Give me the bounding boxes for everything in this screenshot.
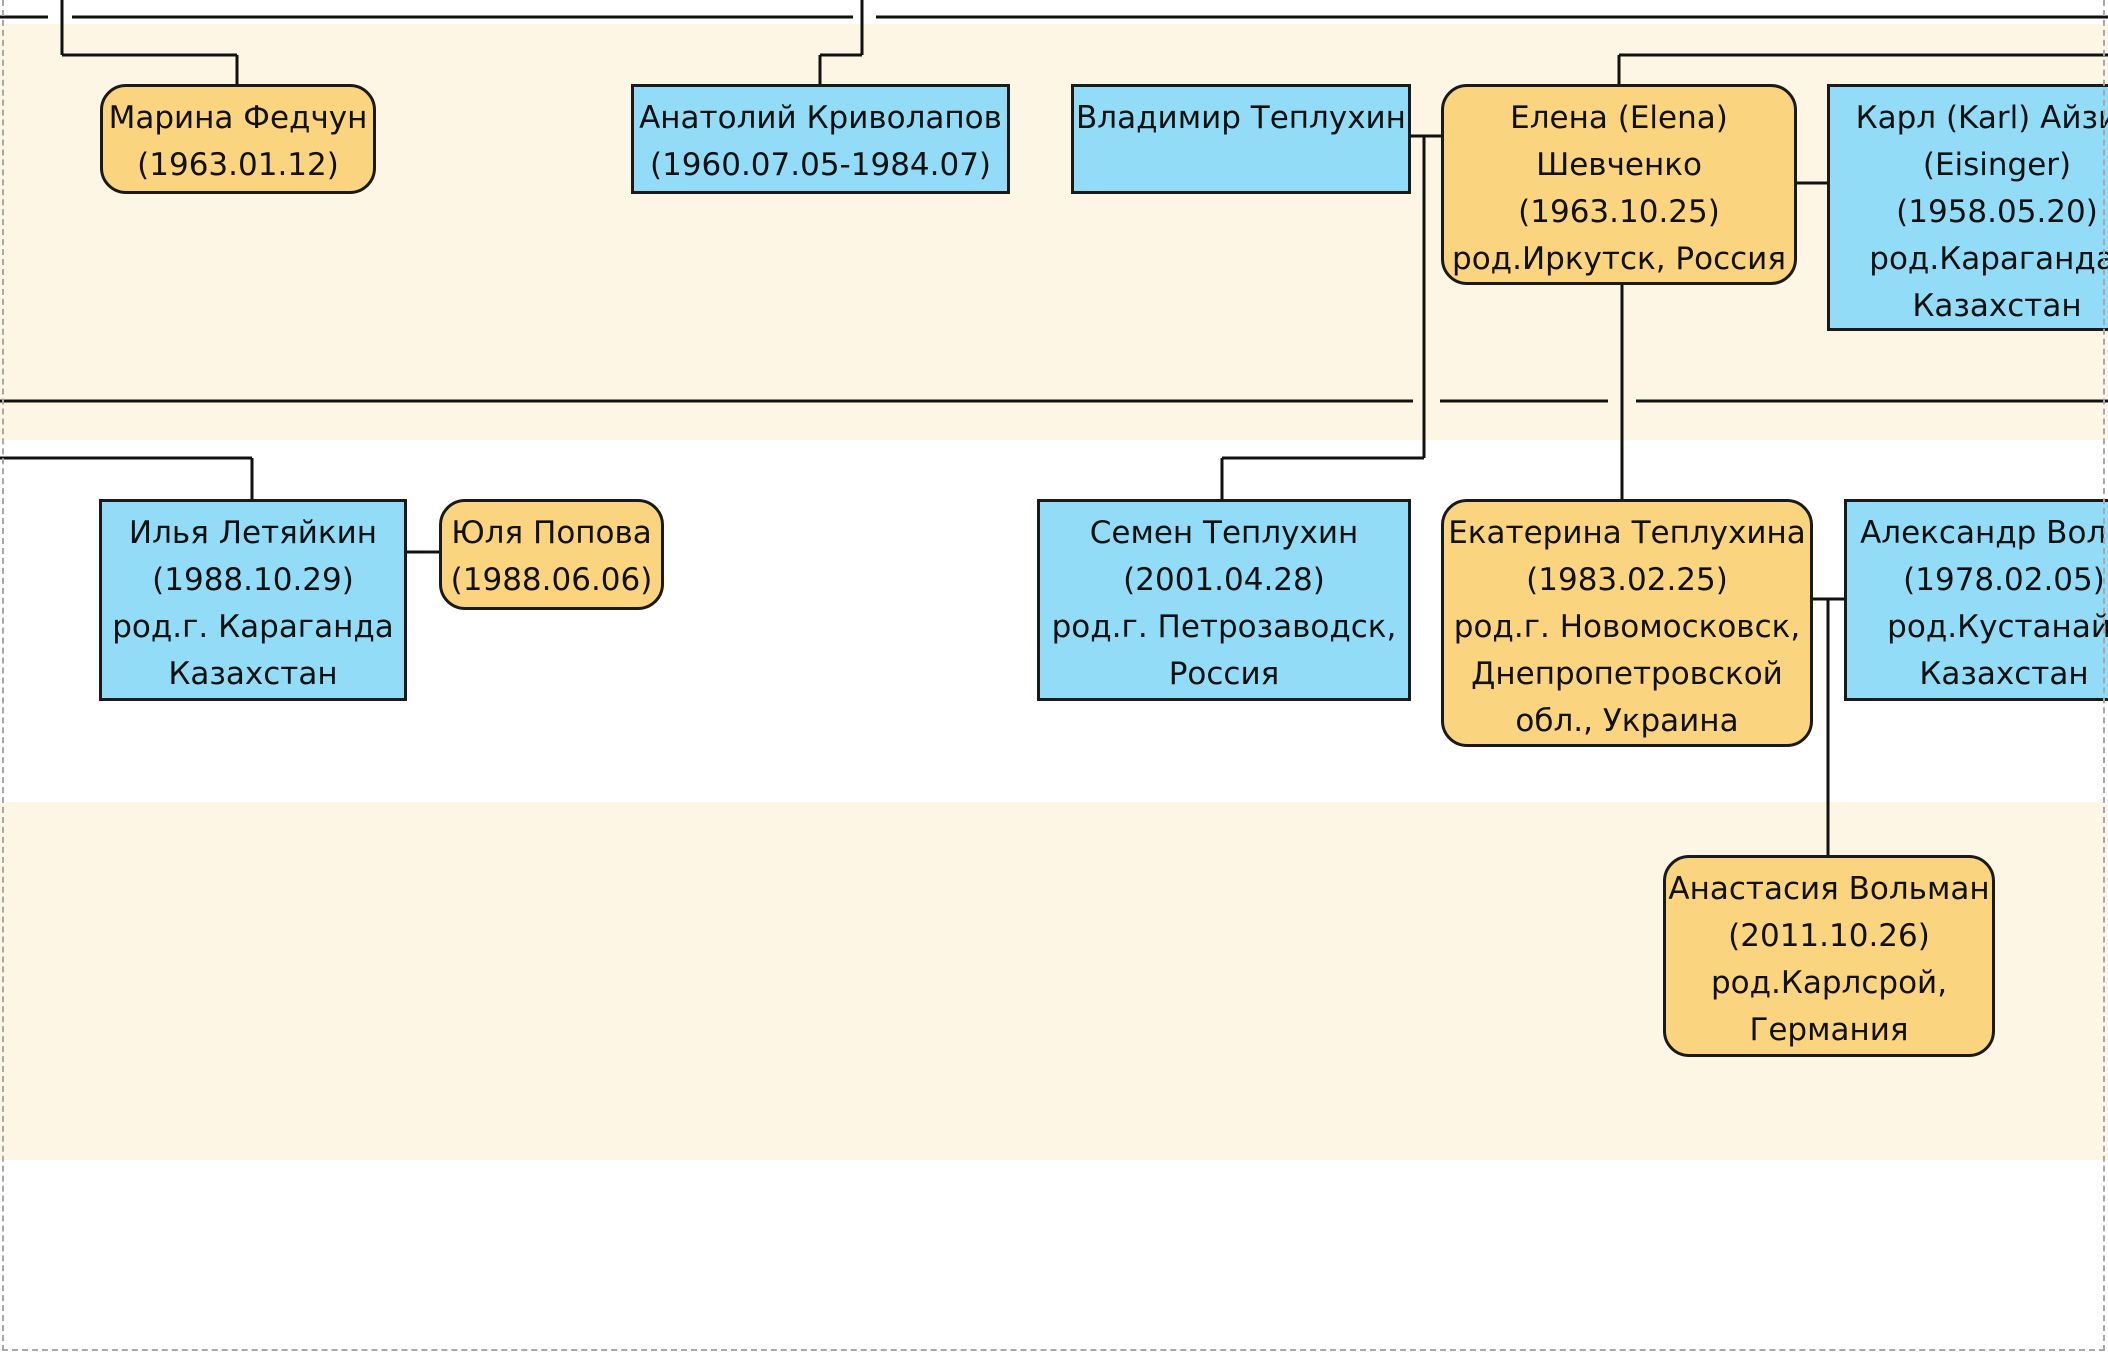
person-anastasia-volman[interactable]: Анастасия Вольман (2011.10.26) род.Карлс… (1663, 855, 1995, 1057)
person-birth-country: Казахстан (1919, 656, 2089, 692)
person-name: Семен Теплухин (1089, 515, 1359, 551)
person-birth-country: Россия (1168, 656, 1280, 692)
person-birth-date: (1963.10.25) (1518, 194, 1720, 230)
person-birth-country: Казахстан (1912, 288, 2082, 324)
person-anatoly-krivolapov[interactable]: Анатолий Криволапов (1960.07.05-1984.07) (631, 84, 1010, 194)
person-birth-place: род.г. Новомосковск, (1453, 609, 1801, 645)
person-alexandr-volman[interactable]: Александр Вольм (1978.02.05) род.Кустана… (1844, 499, 2108, 701)
person-marina-fedchun[interactable]: Марина Федчун (1963.01.12) (100, 84, 376, 194)
person-name: Елена (Elena) (1510, 100, 1728, 136)
person-karl-eisinger[interactable]: Карл (Karl) Айзин (Eisinger) (1958.05.20… (1827, 84, 2108, 331)
person-birth-date: (2011.10.26) (1728, 918, 1930, 954)
person-name: Юля Попова (451, 515, 652, 551)
person-birth-place: род.Иркутск, Россия (1452, 241, 1786, 277)
person-name: Владимир Теплухин (1076, 100, 1406, 136)
person-birth-date: (1963.01.12) (137, 147, 339, 183)
person-birth-date: (1958.05.20) (1896, 194, 2098, 230)
person-ekaterina-teplukhina[interactable]: Екатерина Теплухина (1983.02.25) род.г. … (1441, 499, 1813, 747)
person-birth-place: род.г. Караганда (112, 609, 394, 645)
person-name: Анатолий Криволапов (639, 100, 1002, 136)
person-birth-place: род.г. Петрозаводск, (1051, 609, 1397, 645)
person-birth-date: (1983.02.25) (1526, 562, 1728, 598)
person-birth-place: род.Карлсрой, (1710, 965, 1948, 1001)
person-name: Анастасия Вольман (1668, 871, 1990, 907)
person-yulia-popova[interactable]: Юля Попова (1988.06.06) (439, 499, 664, 610)
person-birth-date: (1988.06.06) (450, 562, 653, 598)
person-birth-date: (2001.04.28) (1123, 562, 1325, 598)
person-birth-country: обл., Украина (1515, 703, 1739, 739)
person-elena-shevchenko[interactable]: Елена (Elena) Шевченко (1963.10.25) род.… (1441, 84, 1797, 285)
person-ilya-letyaikin[interactable]: Илья Летяйкин (1988.10.29) род.г. Карага… (99, 499, 407, 701)
person-name: Марина Федчун (108, 100, 368, 136)
person-name: Карл (Karl) Айзин (1855, 100, 2108, 136)
person-birth-date: (1988.10.29) (152, 562, 354, 598)
person-birth-date: (1978.02.05) (1903, 562, 2105, 598)
person-surname: Шевченко (1536, 147, 1702, 183)
person-life-dates: (1960.07.05-1984.07) (649, 147, 992, 183)
person-birth-place: род.Кустанай, (1887, 609, 2108, 645)
person-birth-place: род.Караганда, (1869, 241, 2108, 277)
person-name: Александр Вольм (1860, 515, 2108, 551)
person-birth-country: Германия (1749, 1012, 1909, 1048)
person-surname: (Eisinger) (1922, 147, 2072, 183)
person-name: Екатерина Теплухина (1448, 515, 1806, 551)
person-vladimir-teplukhin[interactable]: Владимир Теплухин (1071, 84, 1411, 194)
person-birth-country: Казахстан (168, 656, 338, 692)
person-name: Илья Летяйкин (128, 515, 378, 551)
person-birth-region: Днепропетровской (1471, 656, 1783, 692)
person-semen-teplukhin[interactable]: Семен Теплухин (2001.04.28) род.г. Петро… (1037, 499, 1411, 701)
